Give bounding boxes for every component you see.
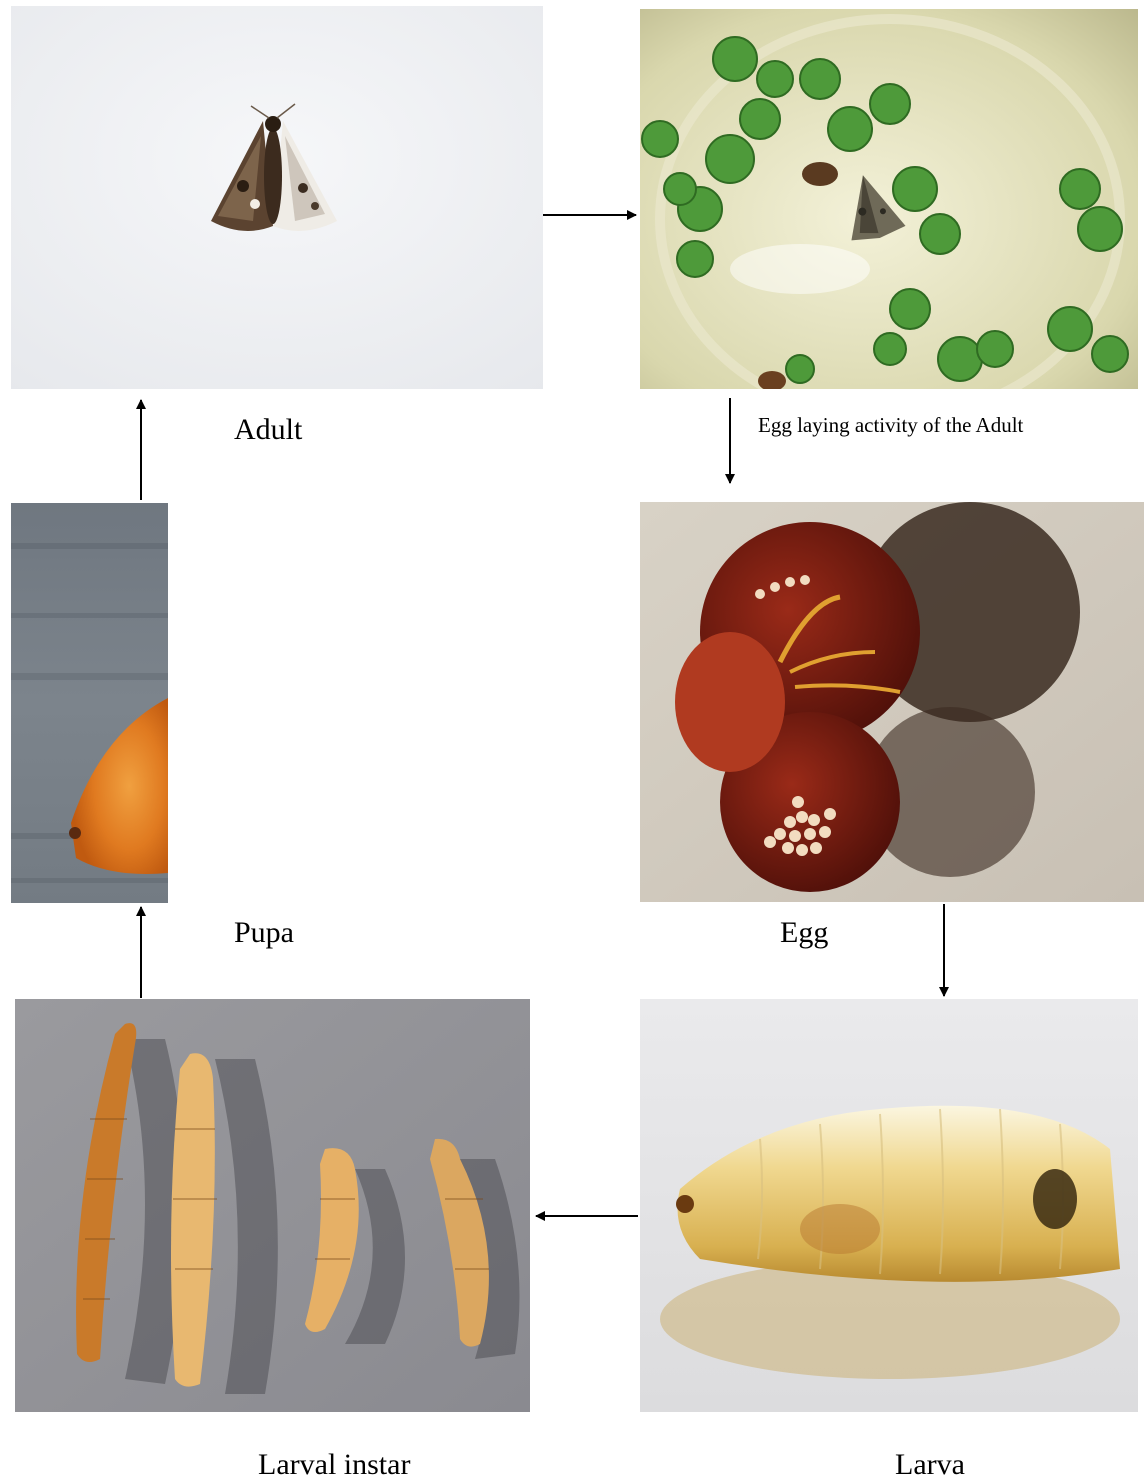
larval-instar-caption: Larval instar <box>258 1450 410 1480</box>
pupa-caption: Pupa <box>234 918 294 948</box>
egg-laying-caption: Egg laying activity of the Adult <box>758 415 1023 436</box>
adult-caption: Adult <box>234 415 302 445</box>
egg-laying-photo <box>640 9 1138 389</box>
larva-photo <box>640 999 1138 1412</box>
adult-photo <box>11 6 543 389</box>
larval-instar-photo <box>15 999 530 1412</box>
egg-caption: Egg <box>780 918 828 948</box>
larva-caption: Larva <box>895 1450 965 1480</box>
egg-photo <box>640 502 1144 902</box>
pupa-photo <box>11 503 168 903</box>
